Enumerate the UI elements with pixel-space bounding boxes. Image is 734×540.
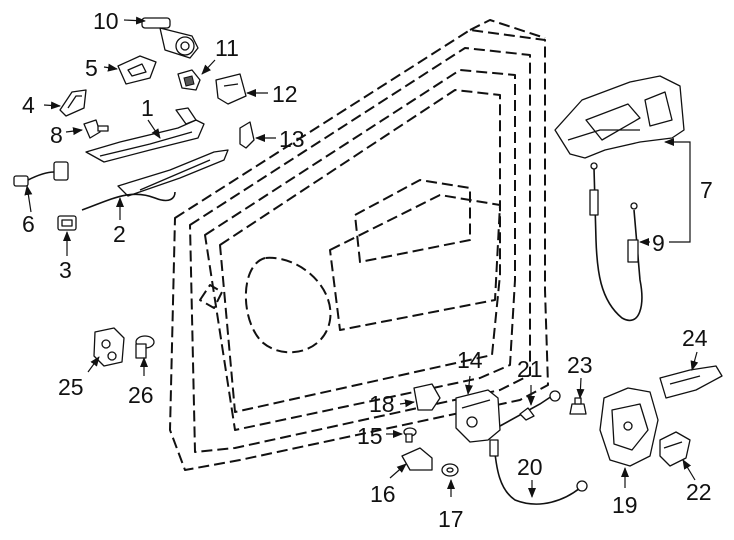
part-14-latch <box>455 389 501 443</box>
callout-4: 4 <box>22 92 35 118</box>
callout-24: 24 <box>682 325 708 351</box>
part-10-lock-cylinder <box>141 17 199 59</box>
part-11-clip <box>177 69 201 91</box>
part-4-cover <box>59 89 87 117</box>
callout-14: 14 <box>457 347 483 373</box>
door-shell <box>169 19 549 471</box>
callout-18: 18 <box>369 391 395 417</box>
callout-21: 21 <box>517 356 543 382</box>
callout-7: 7 <box>700 177 713 203</box>
part-16-clip <box>401 447 433 471</box>
part-12-cap <box>215 73 247 105</box>
part-2-handle-carrier <box>81 149 229 211</box>
part-15-screw <box>403 427 417 443</box>
callout-26: 26 <box>128 382 154 408</box>
callout-23: 23 <box>567 352 593 378</box>
callout-25: 25 <box>58 374 84 400</box>
part-3-connector <box>57 215 77 231</box>
part-22-actuator <box>659 431 691 467</box>
callout-8: 8 <box>50 122 63 148</box>
callout-9: 9 <box>652 230 665 256</box>
callout-13: 13 <box>279 126 305 152</box>
part-19-module <box>599 387 659 467</box>
part-1-outside-handle <box>85 107 205 163</box>
part-8-bolt <box>83 119 109 139</box>
part-20-cable <box>489 439 588 505</box>
callout-2: 2 <box>113 221 126 247</box>
callout-19: 19 <box>612 492 638 518</box>
callout-17: 17 <box>438 506 464 532</box>
callout-16: 16 <box>370 481 396 507</box>
part-26-bolt <box>135 335 155 359</box>
callout-15: 15 <box>357 423 383 449</box>
part-13-cap <box>239 121 255 149</box>
callout-20: 20 <box>517 454 543 480</box>
part-5-gasket <box>117 55 157 85</box>
part-7-inside-handle <box>554 75 685 159</box>
part-9-cables <box>589 162 643 321</box>
callout-numbers: 10 5 11 12 4 1 8 13 6 2 3 7 9 25 26 14 1… <box>22 8 713 532</box>
part-18-bracket <box>413 383 441 411</box>
leader-lines <box>24 16 699 498</box>
part-17-washer <box>441 463 459 477</box>
part-23-grommet <box>569 397 587 415</box>
callout-1: 1 <box>141 95 154 121</box>
part-21-cable <box>499 390 561 427</box>
callout-3: 3 <box>59 257 72 283</box>
callout-6: 6 <box>22 211 35 237</box>
callout-22: 22 <box>686 479 712 505</box>
callout-12: 12 <box>272 81 298 107</box>
callout-11: 11 <box>215 35 239 61</box>
callout-10: 10 <box>93 8 119 34</box>
callout-5: 5 <box>85 55 98 81</box>
part-24-handle <box>659 365 723 399</box>
part-6-harness <box>13 161 69 187</box>
part-25-striker-plate <box>93 327 125 367</box>
